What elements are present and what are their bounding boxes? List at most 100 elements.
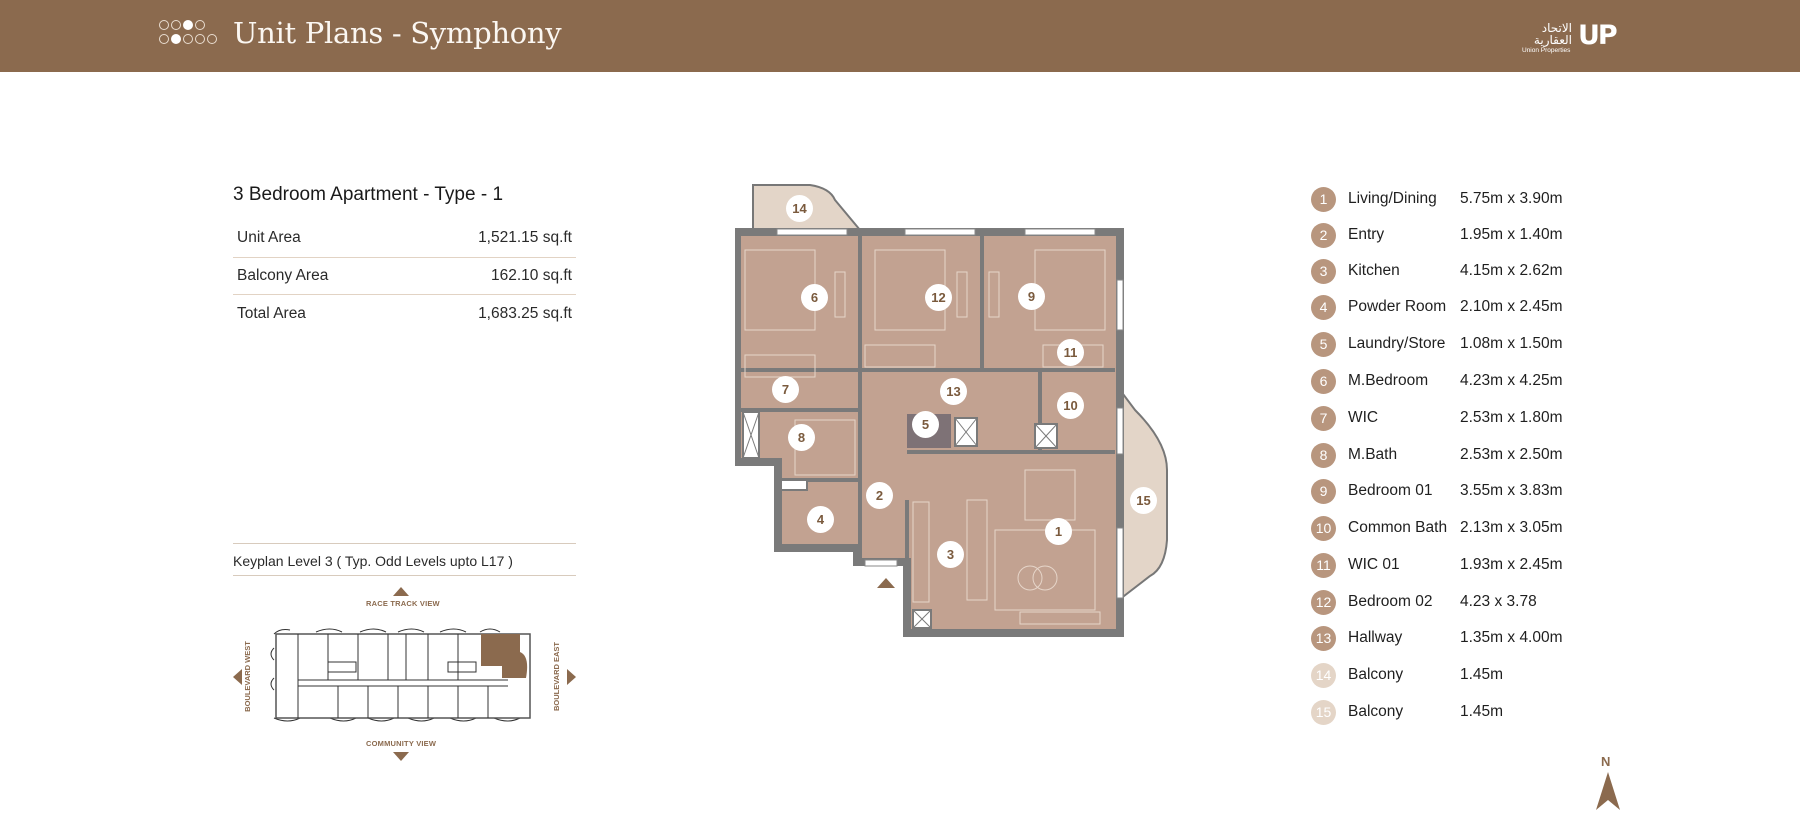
area-value: 1,683.25 sq.ft (478, 304, 572, 322)
room-marker-1[interactable]: 1 (1045, 518, 1072, 545)
logo-english-text: Union Properties (1522, 47, 1571, 54)
logo-arabic-text: الاتحاد العقارية (1533, 21, 1572, 47)
area-label: Balcony Area (237, 266, 329, 284)
legend-dim: 2.13m x 3.05m (1460, 519, 1563, 536)
legend-dim: 1.45m (1460, 703, 1504, 720)
legend-dim: 4.23m x 4.25m (1460, 372, 1563, 389)
boulevard-west-label: BOULEVARD WEST (242, 641, 252, 712)
arrow-down-icon (393, 752, 409, 761)
arrow-up-icon (393, 587, 409, 596)
arrow-left-icon (233, 669, 242, 685)
legend-badge: 7 (1311, 405, 1336, 431)
keyplan-unit-highlight (481, 634, 528, 678)
legend-name: Living/Dining (1348, 190, 1437, 207)
north-arrow-icon (1596, 772, 1620, 810)
legend-dim: 1.93m x 2.45m (1460, 556, 1563, 573)
legend-badge: 5 (1311, 331, 1336, 357)
unit-title: 3 Bedroom Apartment - Type - 1 (233, 184, 504, 205)
legend-item: 8 M.Bath 2.53m x 2.50m (1311, 442, 1591, 468)
legend-name: WIC 01 (1348, 556, 1400, 573)
room-marker-2[interactable]: 2 (866, 482, 893, 509)
room-marker-4[interactable]: 4 (807, 506, 834, 533)
room-marker-12[interactable]: 12 (925, 284, 952, 311)
legend-dim: 1.08m x 1.50m (1460, 335, 1563, 352)
legend-badge: 10 (1311, 515, 1336, 541)
room-marker-9[interactable]: 9 (1018, 283, 1045, 310)
room-marker-3[interactable]: 3 (937, 541, 964, 568)
legend-item: 6 M.Bedroom 4.23m x 4.25m (1311, 368, 1591, 394)
room-marker-7[interactable]: 7 (772, 376, 799, 403)
community-view-label: COMMUNITY VIEW (366, 739, 437, 748)
north-label: N (1601, 754, 1611, 769)
legend-item: 15 Balcony 1.45m (1311, 699, 1591, 725)
legend-name: Laundry/Store (1348, 335, 1446, 352)
room-marker-15[interactable]: 15 (1130, 487, 1157, 514)
legend-name: WIC (1348, 409, 1379, 426)
legend-name: Bedroom 02 (1348, 593, 1433, 610)
legend-badge: 8 (1311, 442, 1336, 468)
legend-item: 1 Living/Dining 5.75m x 3.90m (1311, 186, 1591, 212)
area-value: 162.10 sq.ft (490, 266, 572, 284)
area-row-balcony: Balcony Area 162.10 sq.ft (233, 258, 576, 295)
legend-dim: 1.95m x 1.40m (1460, 226, 1563, 243)
legend-item: 10 Common Bath 2.13m x 3.05m (1311, 515, 1591, 541)
legend-badge: 13 (1311, 625, 1336, 651)
floor-plan[interactable]: 1 2 3 4 5 6 7 8 9 10 11 12 13 14 15 (735, 180, 1175, 640)
area-table: Unit Area 1,521.15 sq.ft Balcony Area 16… (233, 220, 576, 333)
legend-item: 11 WIC 01 1.93m x 2.45m (1311, 552, 1591, 578)
union-properties-logo[interactable]: الاتحاد العقارية Union Properties UP (1520, 20, 1620, 56)
legend-badge: 6 (1311, 368, 1336, 394)
page-title: Unit Plans - Symphony (233, 16, 562, 50)
legend-badge: 12 (1311, 589, 1336, 615)
race-track-view-label: RACE TRACK VIEW (366, 599, 440, 608)
area-row-total: Total Area 1,683.25 sq.ft (233, 295, 576, 333)
legend-badge: 4 (1311, 294, 1336, 320)
room-marker-14[interactable]: 14 (786, 195, 813, 222)
legend-badge: 15 (1311, 699, 1336, 725)
header-bar: Unit Plans - Symphony الاتحاد العقارية U… (0, 0, 1800, 72)
legend-dim: 3.55m x 3.83m (1460, 482, 1563, 499)
boulevard-east-label: BOULEVARD EAST (552, 641, 562, 712)
legend-name: Bedroom 01 (1348, 482, 1433, 499)
divider (233, 543, 576, 544)
legend-item: 5 Laundry/Store 1.08m x 1.50m (1311, 331, 1591, 357)
area-row-unit: Unit Area 1,521.15 sq.ft (233, 220, 576, 258)
area-value: 1,521.15 sq.ft (478, 229, 572, 247)
keyplan-diagram[interactable] (268, 628, 538, 724)
legend-dim: 2.10m x 2.45m (1460, 298, 1563, 315)
entrance-arrow-icon (877, 578, 895, 588)
room-marker-5[interactable]: 5 (912, 411, 939, 438)
legend-item: 4 Powder Room 2.10m x 2.45m (1311, 294, 1591, 320)
legend-dim: 1.35m x 4.00m (1460, 629, 1563, 646)
legend-name: Common Bath (1348, 519, 1448, 536)
room-marker-8[interactable]: 8 (788, 424, 815, 451)
legend-name: M.Bath (1348, 446, 1398, 463)
room-marker-13[interactable]: 13 (940, 378, 967, 405)
legend-dim: 2.53m x 1.80m (1460, 409, 1563, 426)
arrow-right-icon (567, 669, 576, 685)
room-marker-6[interactable]: 6 (801, 284, 828, 311)
legend-dim: 2.53m x 2.50m (1460, 446, 1563, 463)
legend-dim: 5.75m x 3.90m (1460, 190, 1563, 207)
room-marker-10[interactable]: 10 (1057, 392, 1084, 419)
north-compass: N (1596, 754, 1620, 814)
legend-dim: 4.15m x 2.62m (1460, 262, 1563, 279)
legend-name: M.Bedroom (1348, 372, 1429, 389)
legend-item: 7 WIC 2.53m x 1.80m (1311, 405, 1591, 431)
legend-badge: 11 (1311, 552, 1336, 578)
room-marker-11[interactable]: 11 (1057, 339, 1084, 366)
legend-badge: 1 (1311, 186, 1336, 212)
legend-badge: 2 (1311, 222, 1336, 248)
divider (233, 575, 576, 576)
legend-name: Powder Room (1348, 298, 1447, 315)
legend-badge: 14 (1311, 662, 1336, 688)
area-label: Unit Area (237, 229, 301, 247)
legend-name: Balcony (1348, 703, 1404, 720)
progress-dots-icon (159, 20, 227, 48)
legend-badge: 3 (1311, 258, 1336, 284)
